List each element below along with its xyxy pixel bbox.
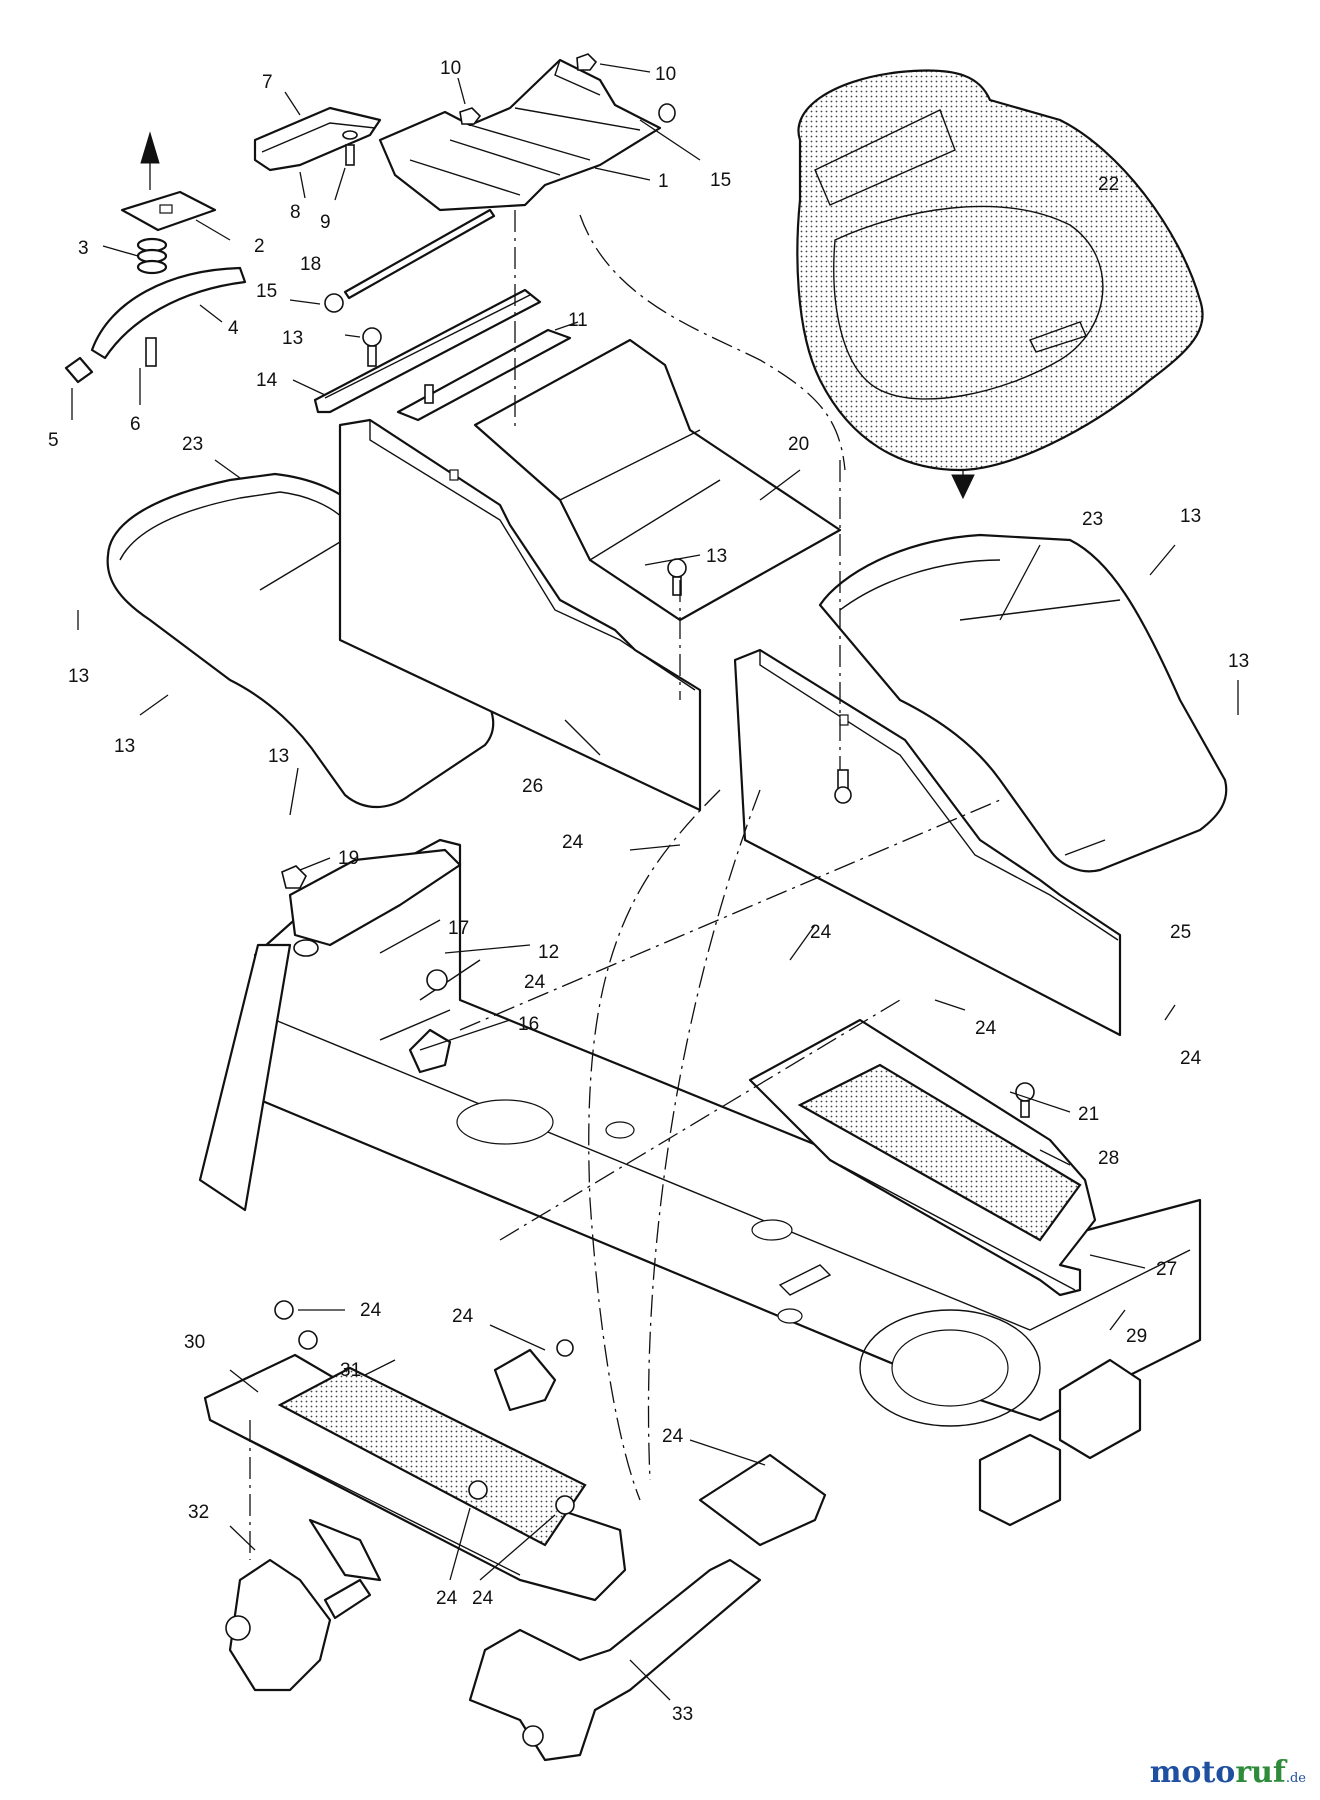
part-26-side-panel <box>338 418 702 812</box>
callout-24-j: 24 <box>472 1588 494 1609</box>
callout-4: 4 <box>228 318 239 339</box>
callout-24-d: 24 <box>975 1018 997 1039</box>
callout-10-a: 10 <box>440 58 461 79</box>
part-1-seat-bracket <box>378 58 662 212</box>
callout-21: 21 <box>1078 1104 1099 1125</box>
callout-11: 11 <box>568 310 588 331</box>
part-25-side-panel <box>733 648 1122 1037</box>
part-32-pivot-assembly <box>225 1518 382 1692</box>
callout-23-b: 23 <box>1082 509 1103 530</box>
part-15-caps <box>324 103 676 313</box>
callout-25: 25 <box>1170 922 1191 943</box>
callout-10-b: 10 <box>655 64 676 85</box>
callout-12: 12 <box>538 942 559 963</box>
callout-13-d: 13 <box>268 746 289 767</box>
watermark-part-3: .de <box>1285 1771 1306 1786</box>
part-upright-bracket <box>198 848 462 1212</box>
part-24-bolt-upper <box>834 769 852 804</box>
part-19-nut <box>281 865 307 889</box>
part-22-seat <box>796 69 1204 500</box>
callout-15-a: 15 <box>256 281 277 302</box>
part-20-floor-plate <box>473 338 842 622</box>
callout-20: 20 <box>788 434 809 455</box>
callout-13-c: 13 <box>114 736 135 757</box>
callout-8: 8 <box>290 202 301 223</box>
part-23-right-fender <box>818 533 1228 873</box>
callout-3: 3 <box>78 238 89 259</box>
part-21-screw <box>1015 1082 1035 1118</box>
watermark-part-1: moto <box>1149 1755 1236 1790</box>
callout-24-h: 24 <box>662 1426 684 1447</box>
callout-24-i: 24 <box>436 1588 458 1609</box>
callout-15-b: 15 <box>710 170 731 191</box>
callout-13-b: 13 <box>68 666 89 687</box>
part-29-main-frame <box>253 838 1202 1527</box>
callout-23-a: 23 <box>182 434 203 455</box>
callout-2: 2 <box>254 236 265 257</box>
callout-30: 30 <box>184 1332 205 1353</box>
callout-13-g: 13 <box>1228 651 1249 672</box>
callout-24-f: 24 <box>360 1300 382 1321</box>
callout-1: 1 <box>658 171 669 192</box>
callout-24-a: 24 <box>562 832 584 853</box>
callout-24-g: 24 <box>452 1306 474 1327</box>
callout-18: 18 <box>300 254 321 275</box>
callout-27: 27 <box>1156 1259 1177 1280</box>
callout-28: 28 <box>1098 1148 1119 1169</box>
assembly-centerlines <box>249 210 1001 1560</box>
callout-13-e: 13 <box>706 546 727 567</box>
part-7-bracket <box>253 106 382 172</box>
part-28-footrest-mat <box>797 1063 1082 1242</box>
callout-14: 14 <box>256 370 278 391</box>
part-18-rod <box>343 208 496 300</box>
part-3-spring <box>136 237 168 275</box>
callout-31: 31 <box>340 1360 361 1381</box>
callout-19: 19 <box>338 848 359 869</box>
callout-24-c: 24 <box>524 972 546 993</box>
part-23-left-fender <box>106 472 495 809</box>
callout-13-f: 13 <box>1180 506 1201 527</box>
part-10-nuts <box>459 53 598 125</box>
callout-7: 7 <box>262 72 273 93</box>
part-13-screw-top <box>362 327 382 367</box>
part-2-plate <box>120 131 217 232</box>
callout-9: 9 <box>320 212 331 233</box>
callout-5: 5 <box>48 430 59 451</box>
callout-17: 17 <box>448 918 469 939</box>
callout-29: 29 <box>1126 1326 1147 1347</box>
callout-leaders <box>71 63 1239 1701</box>
callout-26: 26 <box>522 776 543 797</box>
callout-33: 33 <box>672 1704 693 1725</box>
watermark-logo: motoruf.de <box>1150 1755 1306 1790</box>
part-16-bracket <box>408 1028 452 1074</box>
callout-22: 22 <box>1098 174 1119 195</box>
part-8-9-hardware <box>342 130 358 166</box>
part-11-strip <box>396 328 572 422</box>
callout-24-e: 24 <box>1180 1048 1202 1069</box>
callout-24-b: 24 <box>810 922 832 943</box>
callout-16: 16 <box>518 1014 539 1035</box>
part-4-curved-plate <box>90 266 247 360</box>
watermark-part-2: ruf <box>1235 1755 1286 1790</box>
callout-32: 32 <box>188 1502 209 1523</box>
part-14-strip <box>313 288 542 414</box>
part-5-clip <box>64 356 94 384</box>
callout-labels: 1 2 3 4 5 6 7 8 9 10 10 11 12 13 13 13 1… <box>48 58 1249 1725</box>
part-31-footrest-mat <box>277 1366 587 1547</box>
callout-13-a: 13 <box>282 328 303 349</box>
callout-6: 6 <box>130 414 141 435</box>
part-6-bolt <box>145 337 157 367</box>
